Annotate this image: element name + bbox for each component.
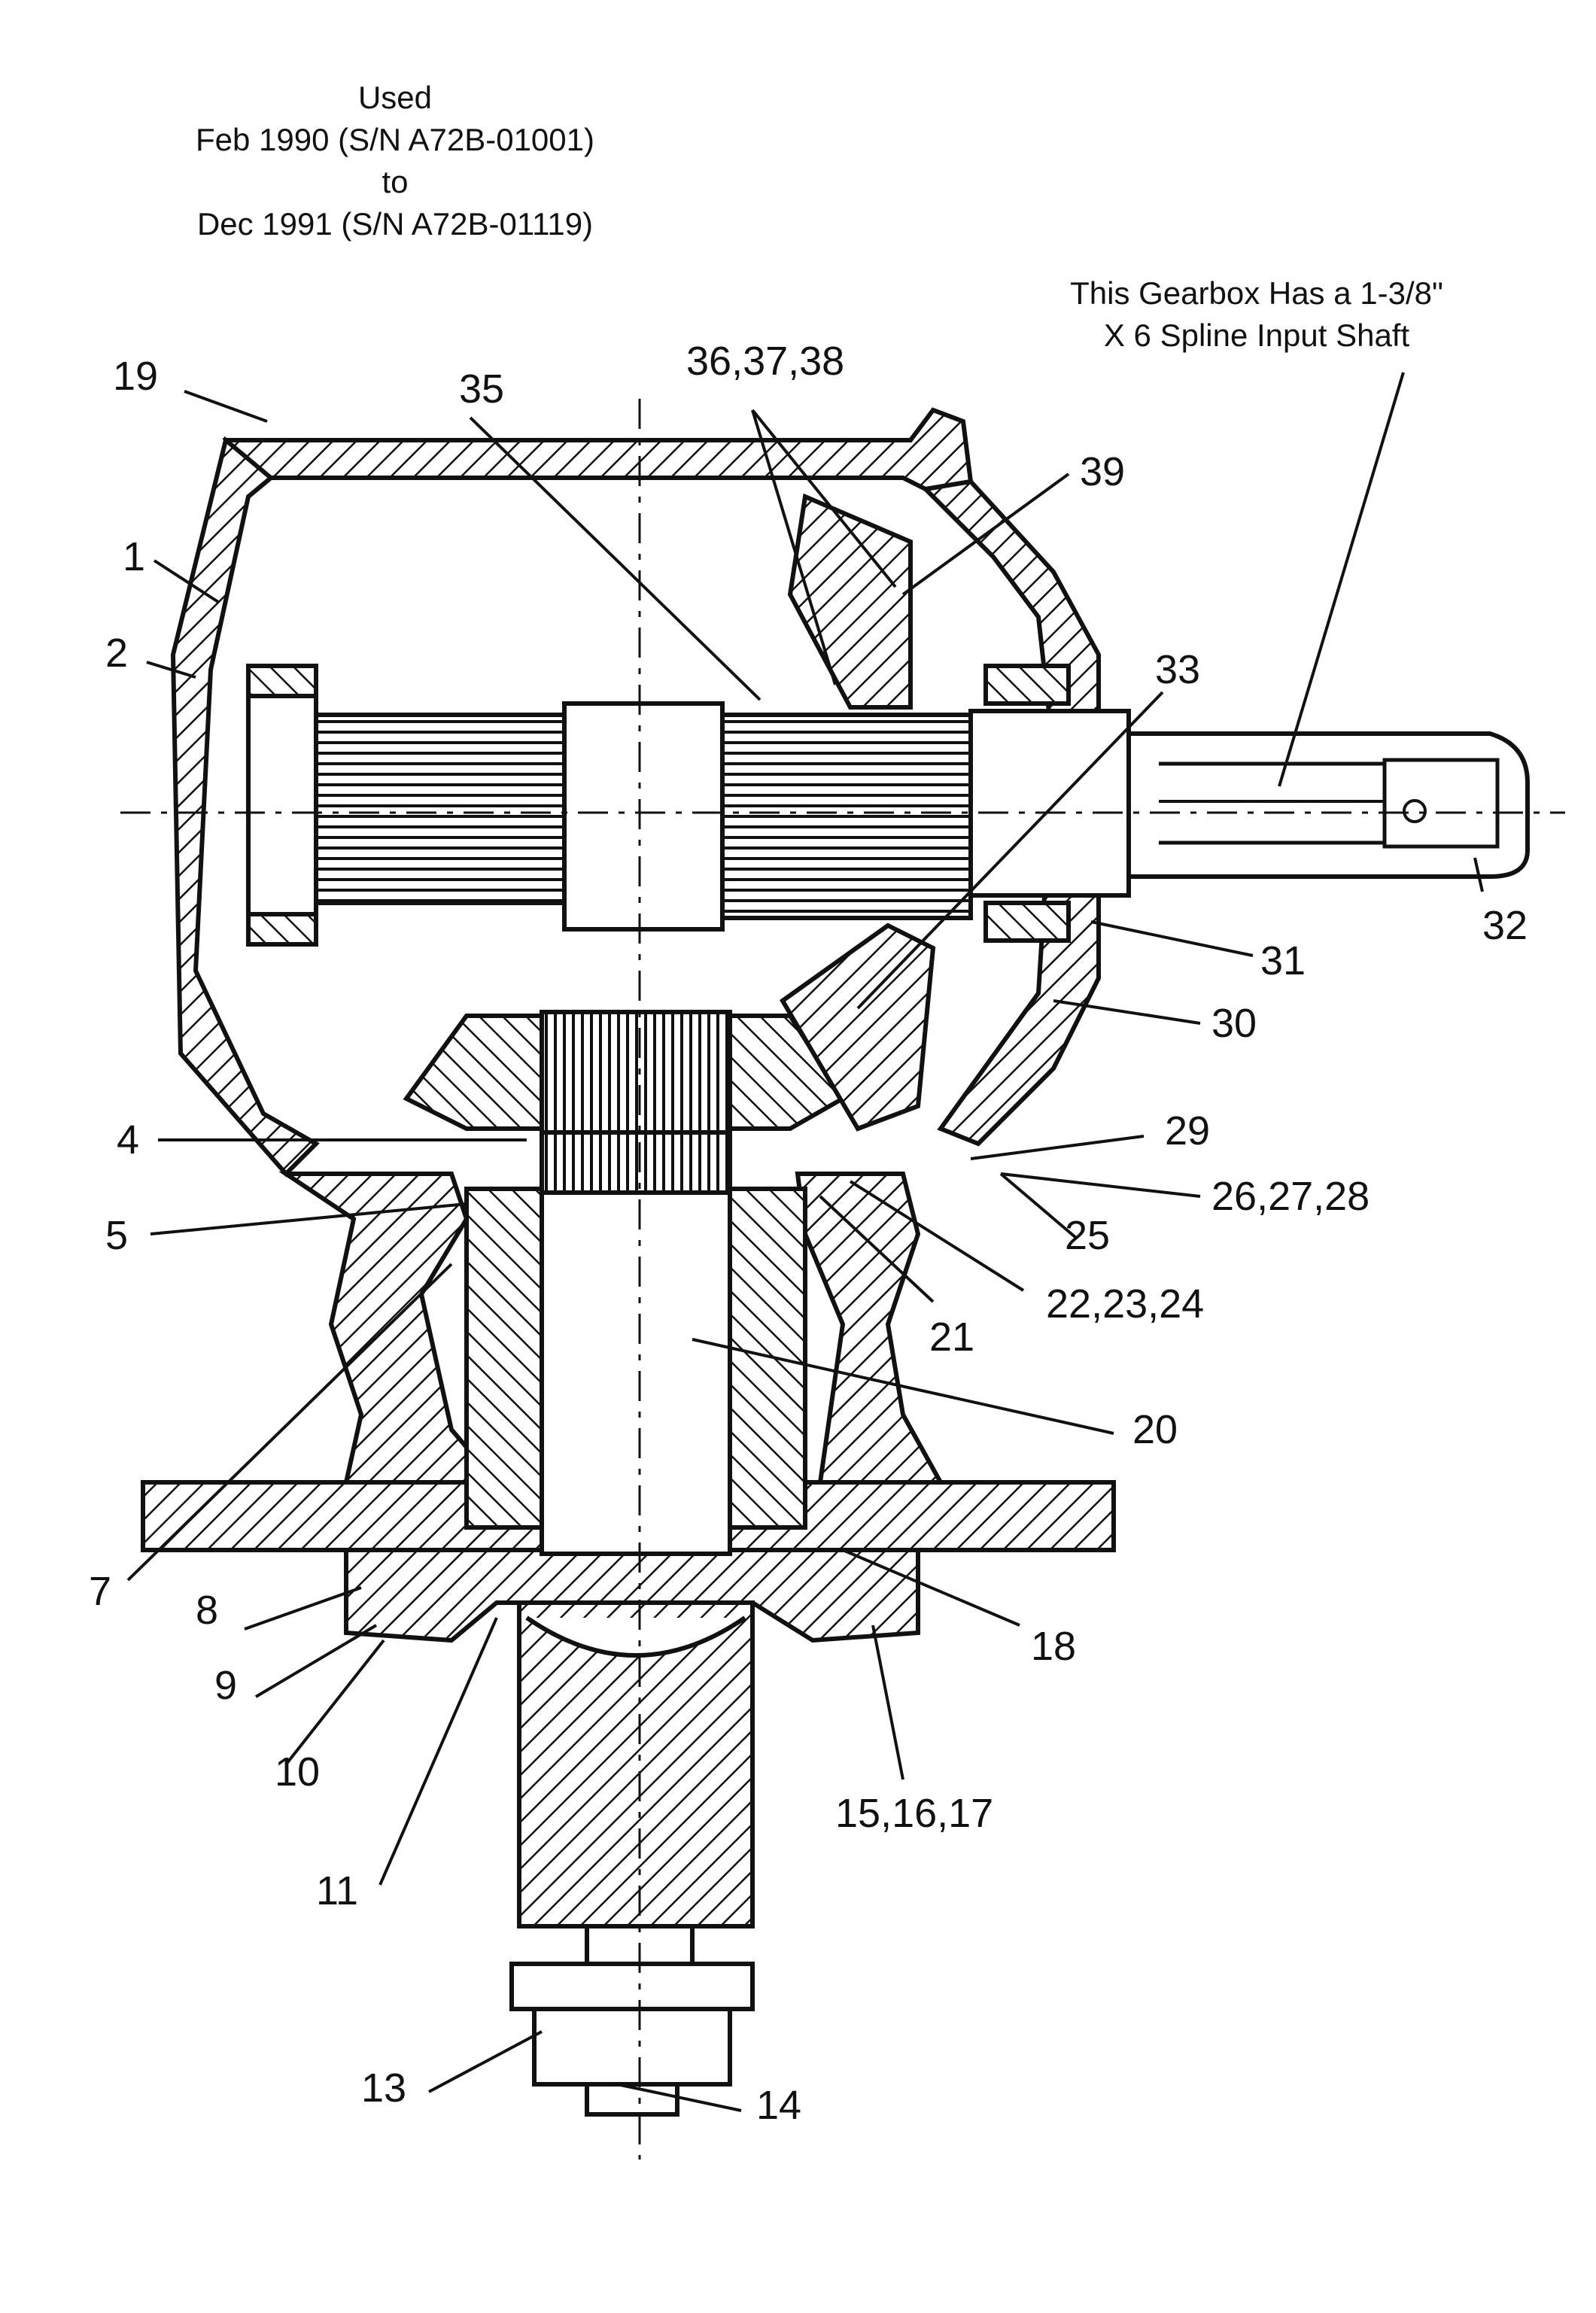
spline-note-line-1: This Gearbox Has a 1-3/8"	[1070, 275, 1443, 311]
callout-26-27-28: 26,27,28	[1211, 1174, 1370, 1219]
callout-18: 18	[1031, 1624, 1077, 1669]
callout-22-23-24: 22,23,24	[1046, 1281, 1205, 1327]
callout-13: 13	[361, 2065, 407, 2111]
output-shaft	[464, 1130, 807, 2117]
callout-1: 1	[123, 534, 146, 579]
callout-20: 20	[1132, 1407, 1178, 1452]
centerlines	[120, 399, 1565, 2160]
callout-15-16-17: 15,16,17	[835, 1791, 994, 1836]
callout-39: 39	[1080, 449, 1126, 494]
bearings	[246, 664, 1071, 947]
callout-35: 35	[459, 366, 505, 412]
callout-10: 10	[275, 1749, 321, 1795]
spline-note-line-2: X 6 Spline Input Shaft	[1103, 318, 1410, 353]
callout-32: 32	[1482, 903, 1528, 948]
callout-5: 5	[105, 1213, 129, 1258]
callout-2: 2	[105, 631, 129, 676]
leader-lines	[126, 372, 1484, 2112]
callout-36-37-38: 36,37,38	[686, 339, 845, 384]
callout-8: 8	[196, 1588, 219, 1633]
spline-shaft-note: This Gearbox Has a 1-3/8" X 6 Spline Inp…	[986, 272, 1528, 357]
callout-29: 29	[1165, 1108, 1211, 1153]
callout-14: 14	[756, 2083, 802, 2128]
callout-33: 33	[1155, 647, 1201, 692]
usage-note-line-1: Used	[357, 80, 433, 115]
callout-7: 7	[89, 1569, 112, 1614]
usage-note-line-4: Dec 1991 (S/N A72B-01119)	[196, 206, 594, 242]
input-shaft	[246, 686, 1530, 932]
callout-31: 31	[1260, 938, 1306, 983]
usage-note: Used Feb 1990 (S/N A72B-01001) to Dec 19…	[162, 77, 628, 245]
callout-4: 4	[117, 1117, 140, 1163]
usage-note-line-3: to	[382, 164, 409, 199]
callout-11: 11	[316, 1868, 359, 1913]
callout-30: 30	[1211, 1001, 1257, 1046]
bevel-gears	[403, 493, 936, 1135]
callout-25: 25	[1065, 1213, 1111, 1258]
callout-19: 19	[113, 354, 159, 399]
callout-21: 21	[929, 1315, 975, 1360]
usage-note-line-2: Feb 1990 (S/N A72B-01001)	[195, 122, 594, 157]
callout-9: 9	[214, 1663, 238, 1708]
